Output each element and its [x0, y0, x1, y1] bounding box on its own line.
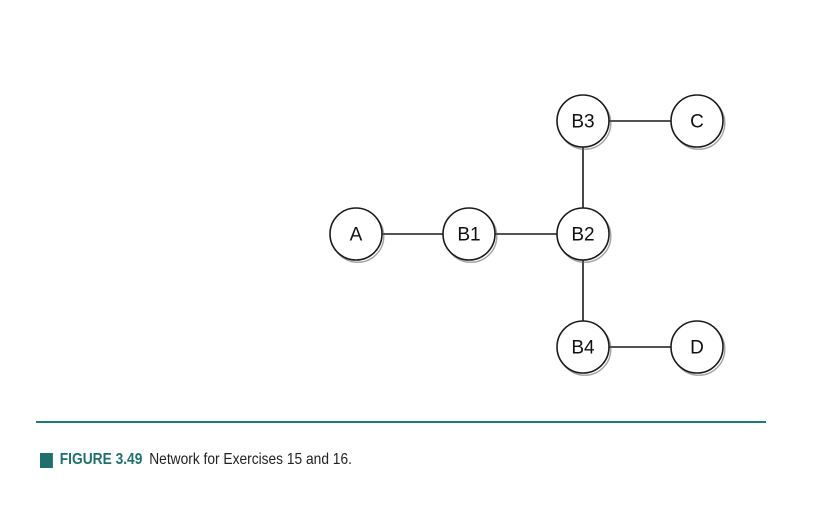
figure-caption: FIGURE 3.49 Network for Exercises 15 and… — [40, 448, 352, 472]
node-label: A — [350, 225, 363, 246]
node-b4: B4 — [556, 320, 612, 376]
node-circle — [670, 320, 724, 374]
node-c: C — [670, 94, 726, 150]
node-label: B2 — [571, 225, 594, 246]
edges-layer — [382, 120, 671, 348]
node-label: D — [690, 338, 704, 359]
node-b1: B1 — [442, 207, 498, 263]
node-circle — [556, 207, 610, 261]
figure-label: FIGURE 3.49 — [59, 451, 143, 468]
node-b3: B3 — [556, 94, 612, 150]
node-circle — [556, 94, 610, 148]
caption-divider — [36, 421, 766, 423]
node-label: B4 — [571, 338, 595, 359]
node-circle — [556, 320, 610, 374]
node-label: B1 — [457, 225, 480, 246]
node-a: A — [329, 207, 385, 263]
node-circle — [329, 207, 383, 261]
node-b2: B2 — [556, 207, 612, 263]
node-label: C — [690, 112, 704, 133]
node-d: D — [670, 320, 726, 376]
node-circle — [442, 207, 496, 261]
square-marker-icon — [40, 452, 53, 468]
figure-caption-text: Network for Exercises 15 and 16. — [149, 451, 352, 468]
node-circle — [670, 94, 724, 148]
node-label: B3 — [571, 112, 594, 133]
